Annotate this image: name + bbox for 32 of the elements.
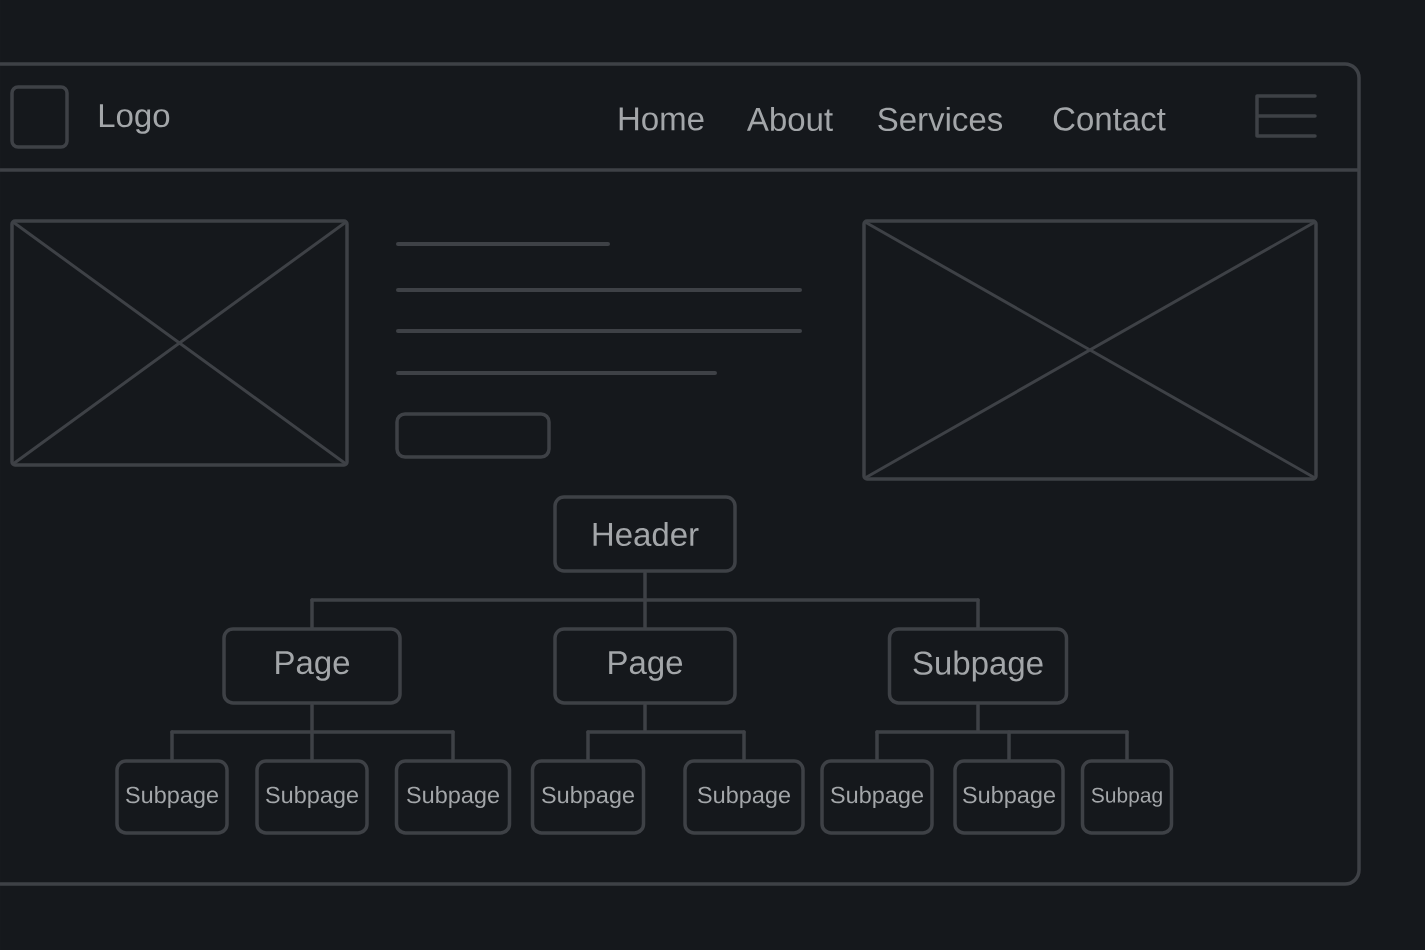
connector-line — [310, 730, 314, 761]
connector-line — [643, 598, 647, 629]
page-box: Subpage — [394, 759, 512, 835]
page-box: Subpage — [530, 759, 646, 835]
connector-line — [586, 730, 590, 761]
connector-line — [451, 730, 455, 761]
connector-line — [170, 703, 455, 734]
page-box: Page — [553, 627, 737, 705]
nav-link: Services — [878, 106, 1003, 132]
page-box: Header — [553, 495, 737, 573]
page-box: Page — [222, 627, 402, 705]
connector-line — [310, 571, 980, 602]
placeholder-label: Logo — [99, 104, 170, 134]
nav-link: About — [746, 106, 833, 132]
nav-link: Home — [619, 107, 704, 131]
nav-link: Contact — [1053, 107, 1166, 131]
connector-line — [976, 598, 980, 629]
connector-line — [1007, 730, 1011, 761]
page-box: Subpage — [953, 759, 1065, 835]
connector-line — [1125, 730, 1129, 761]
page-box: Subpage — [683, 759, 805, 835]
connector-line — [586, 703, 746, 734]
connector-line — [875, 703, 1129, 734]
page-box: Subpage — [887, 627, 1069, 705]
connector-line — [170, 730, 174, 761]
page-box: Subpag — [1080, 759, 1174, 835]
page-box: Subpage — [115, 759, 229, 835]
connector-line — [742, 730, 746, 761]
page-box: Subpage — [255, 759, 369, 835]
connector-line — [875, 730, 879, 761]
page-box: Subpage — [820, 759, 934, 835]
connector-line — [310, 598, 314, 629]
